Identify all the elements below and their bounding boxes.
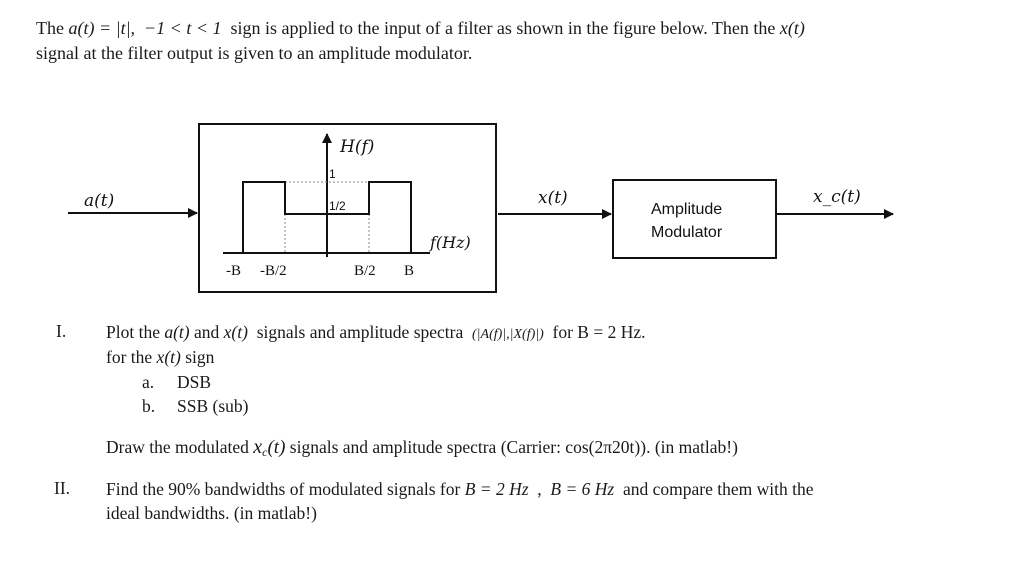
- sub-item-a-letter: a.: [142, 372, 155, 392]
- item-i-x-symbol: x(t): [223, 322, 248, 342]
- sub-item-b-text: SSB (sub): [177, 396, 249, 416]
- item-i-prefix: Plot the: [106, 322, 160, 342]
- intro-line-2: signal at the filter output is given to …: [36, 43, 473, 63]
- frequency-axis-label: f(Hz): [429, 233, 471, 252]
- tick-label: -B: [226, 263, 241, 279]
- item-i-line2-x: x(t): [156, 347, 181, 367]
- sub-item-b-letter: b.: [142, 396, 156, 416]
- modulator-box: [612, 179, 777, 259]
- draw-suffix: signals and amplitude spectra (Carrier: …: [289, 437, 738, 457]
- tick-label: B: [404, 263, 414, 279]
- x-label: x(t): [538, 188, 568, 208]
- item-i-and: and: [194, 322, 220, 342]
- sub-item-a-text: DSB: [177, 372, 212, 392]
- tick-label: B/2: [354, 263, 376, 279]
- item-i-spectra-symbol: (|A(f)|,|X(f)|): [472, 327, 544, 342]
- item-ii-prefix: Find the 90% bandwidths of modulated sig…: [106, 479, 461, 499]
- item-ii-separator: ,: [537, 479, 542, 499]
- intro-line-1: The a(t) = |t|, −1 < t < 1 sign is appli…: [36, 16, 996, 41]
- item-i-line2-prefix: for the: [106, 347, 153, 367]
- filter-box: [198, 123, 497, 293]
- modulator-label-line1: Amplitude: [651, 201, 722, 218]
- item-ii-suffix: and compare them with the: [623, 479, 814, 499]
- item-ii-line-1: Find the 90% bandwidths of modulated sig…: [106, 478, 814, 500]
- intro-prefix: The: [36, 18, 64, 38]
- bandwidth-value-1: B = 2 Hz: [464, 479, 529, 499]
- level-half-label: 1/2: [329, 199, 346, 213]
- level-one-label: 1: [329, 167, 336, 181]
- item-i-line-1: Plot the a(t) and x(t) signals and ampli…: [106, 321, 645, 346]
- block-diagram: a(t) H(f) 1 1/2 -B -B/2 B/2 B f(Hz) x(t)…: [68, 123, 894, 293]
- input-label: a(t): [84, 191, 114, 211]
- intro-middle: sign is applied to the input of a filter…: [230, 18, 776, 38]
- filter-response: [242, 181, 412, 253]
- item-ii-line-2: ideal bandwidths. (in matlab!): [106, 503, 317, 523]
- item-i-suffix: for B = 2 Hz.: [552, 322, 646, 342]
- draw-symbol: x: [253, 436, 263, 458]
- modulator-label-line2: Modulator: [651, 224, 723, 241]
- item-i-numeral: I.: [56, 321, 67, 341]
- bandwidth-value-2: B = 6 Hz: [550, 479, 615, 499]
- item-i-line-2: for the x(t) sign: [106, 346, 214, 368]
- draw-instruction: Draw the modulated xc(t) signals and amp…: [106, 436, 738, 463]
- draw-argument: (t): [267, 437, 286, 458]
- a-definition: a(t) = |t|,: [68, 18, 136, 38]
- time-range: −1 < t < 1: [144, 18, 222, 38]
- draw-subscript: c: [262, 445, 268, 459]
- item-i-line2-suffix: sign: [185, 347, 215, 367]
- x-symbol: x(t): [779, 18, 805, 38]
- item-ii-numeral: II.: [54, 478, 71, 498]
- output-label: x_c(t): [813, 187, 861, 207]
- hf-label: H(f): [339, 137, 374, 157]
- item-i-a-symbol: a(t): [164, 322, 190, 342]
- draw-prefix: Draw the modulated: [106, 437, 249, 457]
- tick-label: -B/2: [260, 263, 287, 279]
- intro-paragraph: The a(t) = |t|, −1 < t < 1 sign is appli…: [36, 16, 996, 66]
- item-i-middle: signals and amplitude spectra: [256, 322, 464, 342]
